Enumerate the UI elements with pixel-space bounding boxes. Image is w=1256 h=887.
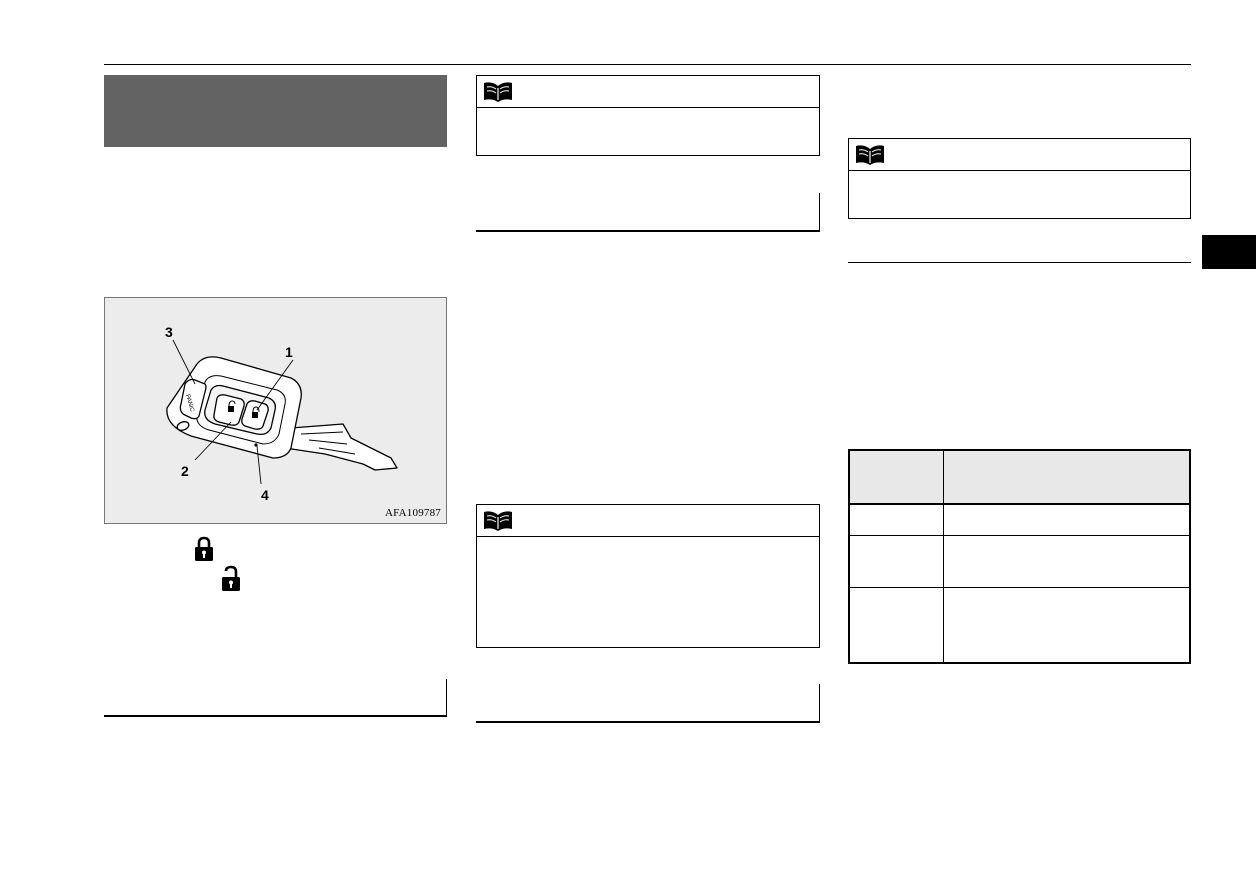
note-box-1 <box>476 75 820 156</box>
note-box-2 <box>476 504 820 648</box>
open-book-icon <box>856 145 884 165</box>
key-illustration: PANIC 1 2 3 4 AFA109787 <box>104 297 447 524</box>
table-column-divider <box>943 451 944 662</box>
section-title-banner <box>104 75 447 147</box>
callout-2: 2 <box>181 463 189 479</box>
open-book-icon <box>484 82 512 102</box>
table-row-divider-1 <box>850 535 1189 536</box>
middle-section-divider-1 <box>476 193 820 232</box>
callout-1: 1 <box>285 344 293 360</box>
note-box-1-header <box>477 76 819 108</box>
panic-label: PANIC <box>184 394 195 413</box>
callout-3: 3 <box>165 324 173 340</box>
table-header-rule <box>850 503 1189 505</box>
header-rule <box>104 64 1191 65</box>
callout-4: 4 <box>261 487 269 503</box>
middle-section-divider-2 <box>476 684 820 723</box>
left-section-divider <box>104 679 447 717</box>
operation-table <box>848 449 1191 664</box>
table-row-divider-2 <box>850 587 1189 588</box>
table-header-row <box>850 451 1189 505</box>
figure-code: AFA109787 <box>385 507 441 519</box>
note-box-3-header <box>849 139 1190 171</box>
remote-key-drawing: PANIC <box>166 339 398 485</box>
note-box-2-header <box>477 505 819 537</box>
section-thumb-tab <box>1202 235 1256 269</box>
padlock-locked-icon <box>195 536 213 561</box>
padlock-unlocked-icon <box>222 565 240 591</box>
open-book-icon <box>484 511 512 531</box>
right-section-divider <box>848 262 1191 263</box>
note-box-3 <box>848 138 1191 219</box>
